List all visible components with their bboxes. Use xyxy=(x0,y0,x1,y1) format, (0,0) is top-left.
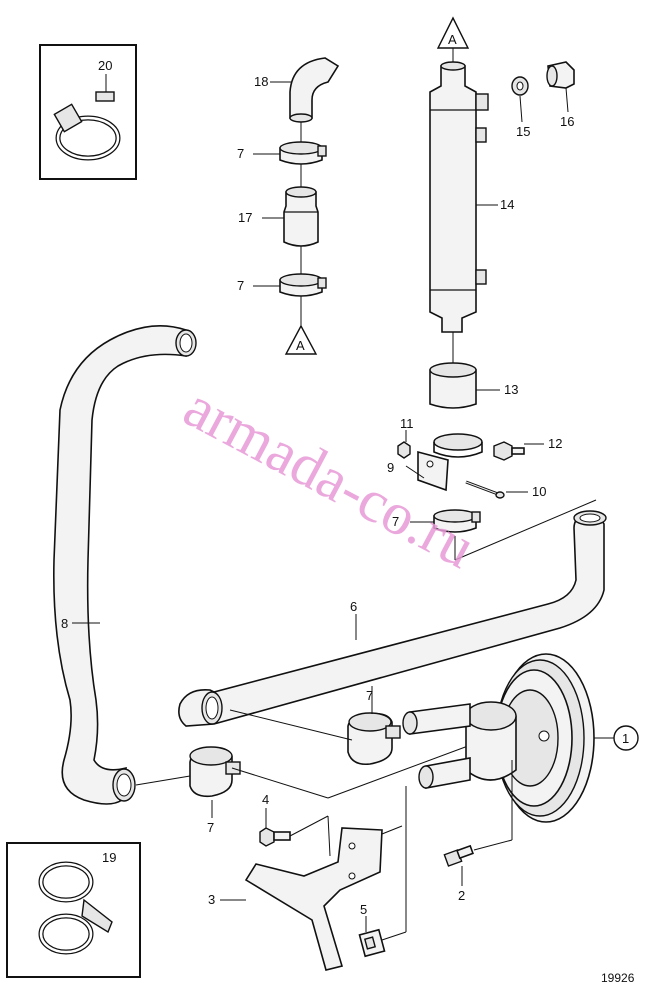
bracket-clamp-9 xyxy=(417,433,483,492)
double-clip-19 xyxy=(38,861,113,955)
marker-a-bottom-label: A xyxy=(296,338,305,353)
elbow-hose-18 xyxy=(289,57,340,123)
bolt-2 xyxy=(443,844,474,867)
label-15: 15 xyxy=(516,124,530,139)
cooler-14 xyxy=(429,61,489,333)
label-6: 6 xyxy=(350,599,357,614)
label-9: 9 xyxy=(387,460,394,475)
clip-5 xyxy=(358,928,386,958)
marker-a-bottom: A xyxy=(284,324,318,355)
label-4: 4 xyxy=(262,792,269,807)
hose-connector-17 xyxy=(283,186,319,247)
hose-8 xyxy=(53,325,197,805)
inset-box-19: 19 xyxy=(6,842,141,978)
label-5: 5 xyxy=(360,902,367,917)
hose-clamp-7-d xyxy=(347,712,401,766)
hose-clamp-7-b xyxy=(279,273,327,297)
plug-16 xyxy=(546,61,575,89)
washer-15 xyxy=(511,76,529,96)
label-8: 8 xyxy=(61,616,68,631)
hose-clamp-7-c xyxy=(433,509,481,533)
label-12: 12 xyxy=(548,436,562,451)
label-18: 18 xyxy=(254,74,268,89)
label-11: 11 xyxy=(400,416,414,431)
hose-clamp-7-a xyxy=(279,141,327,165)
label-17: 17 xyxy=(238,210,252,225)
hose-6 xyxy=(178,510,607,727)
label-13: 13 xyxy=(504,382,518,397)
bolt-12 xyxy=(493,441,525,461)
sea-water-pump-1 xyxy=(402,653,595,823)
inset-box-20: 20 xyxy=(39,44,137,180)
nut-11 xyxy=(397,441,411,459)
label-7-b: 7 xyxy=(237,278,244,293)
label-7-e: 7 xyxy=(207,820,214,835)
label-3: 3 xyxy=(208,892,215,907)
label-2: 2 xyxy=(458,888,465,903)
label-1: 1 xyxy=(622,731,629,746)
bolt-4 xyxy=(259,827,291,847)
label-7-a: 7 xyxy=(237,146,244,161)
label-16: 16 xyxy=(560,114,574,129)
marker-a-top-label: A xyxy=(448,32,457,47)
sleeve-13 xyxy=(429,362,477,409)
marker-a-top: A xyxy=(436,16,470,62)
label-19: 19 xyxy=(102,850,116,865)
label-7-c: 7 xyxy=(392,514,399,529)
label-10: 10 xyxy=(532,484,546,499)
label-20: 20 xyxy=(98,58,112,73)
label-7-d: 7 xyxy=(366,688,373,703)
label-14: 14 xyxy=(500,197,514,212)
screw-10 xyxy=(465,480,505,499)
hose-clamp-20 xyxy=(53,91,121,161)
hose-clamp-7-e xyxy=(189,746,241,798)
bracket-3 xyxy=(244,827,383,971)
drawing-number: 19926 xyxy=(601,971,635,985)
